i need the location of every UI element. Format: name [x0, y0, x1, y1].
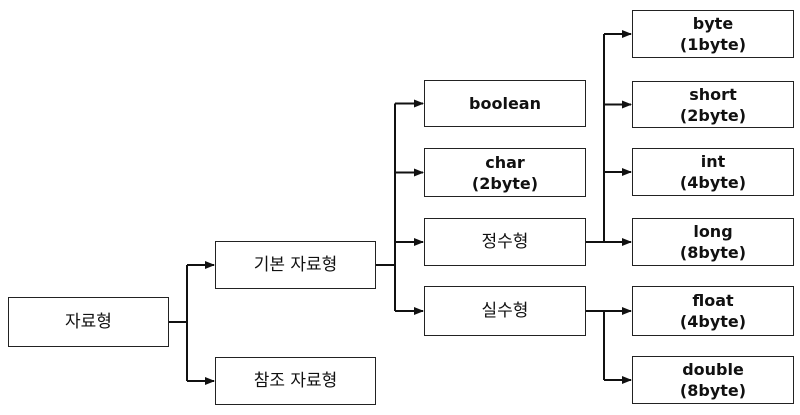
node-char-label: char	[485, 152, 525, 172]
node-integer-type: 정수형	[424, 218, 586, 266]
node-int-size: (4byte)	[679, 173, 747, 192]
node-char-size: (2byte)	[471, 173, 539, 193]
node-short: short (2byte)	[632, 81, 794, 128]
node-byte-size: (1byte)	[679, 35, 747, 54]
node-double-size: (8byte)	[679, 381, 747, 400]
node-short-label: short	[689, 84, 737, 104]
node-data-type: 자료형	[8, 297, 169, 347]
node-byte-label: byte	[692, 14, 734, 33]
node-primitive-type: 기본 자료형	[215, 241, 376, 289]
node-float-size: (4byte)	[679, 312, 747, 331]
node-int-label: int	[700, 152, 726, 171]
node-primitive-type-label: 기본 자료형	[253, 254, 338, 275]
node-data-type-label: 자료형	[65, 311, 112, 332]
node-long-size: (8byte)	[679, 243, 747, 262]
node-real-type: 실수형	[424, 286, 586, 336]
node-long: long (8byte)	[632, 218, 794, 266]
node-char: char (2byte)	[424, 148, 586, 197]
node-short-size: (2byte)	[679, 105, 747, 125]
node-double: double (8byte)	[632, 356, 794, 404]
node-byte: byte (1byte)	[632, 10, 794, 58]
node-reference-type: 참조 자료형	[215, 357, 376, 405]
node-reference-type-label: 참조 자료형	[253, 370, 338, 391]
node-double-label: double	[682, 360, 744, 379]
node-float: float (4byte)	[632, 286, 794, 336]
node-float-label: float	[692, 291, 734, 310]
node-long-label: long	[693, 222, 733, 241]
node-boolean-label: boolean	[469, 94, 541, 113]
node-boolean: boolean	[424, 80, 586, 127]
node-integer-type-label: 정수형	[481, 231, 529, 252]
node-real-type-label: 실수형	[481, 300, 529, 321]
node-int: int (4byte)	[632, 148, 794, 196]
